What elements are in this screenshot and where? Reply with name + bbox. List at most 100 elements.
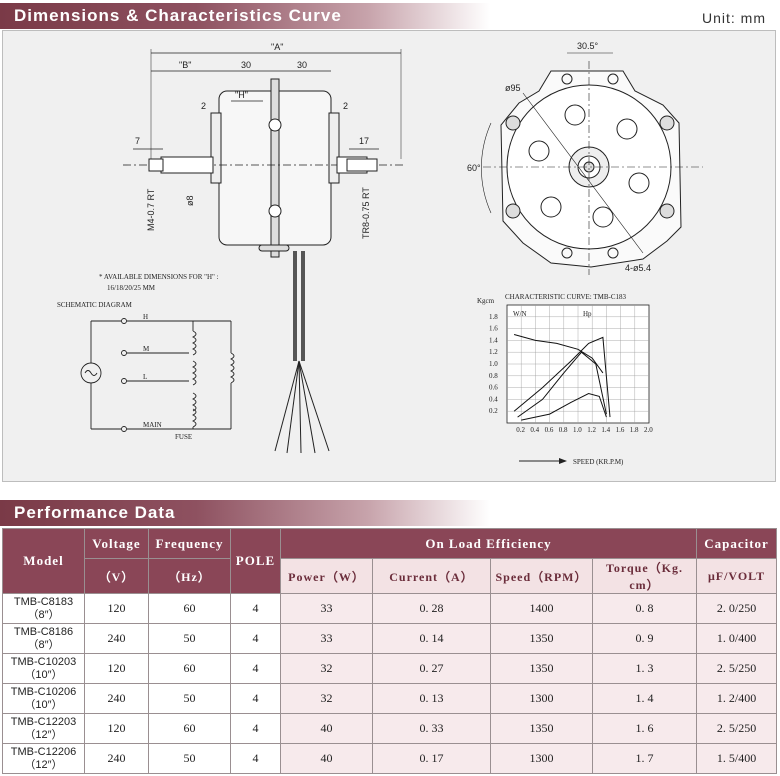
- outer-diameter-label: ø95: [505, 83, 521, 93]
- angle-60-label: 60°: [467, 163, 481, 173]
- drawing-canvas: "A" "B" 30 30 "H" 2 2 7 17 M4-0.7 RT ø8 …: [57, 41, 703, 466]
- model-name: TMB-C10203: [10, 655, 77, 668]
- pole-cell: 4: [230, 683, 281, 714]
- model-name: TMB-C12206: [10, 745, 77, 758]
- torque-cell: 1. 4: [591, 683, 698, 714]
- chart-x-tick: 0.4: [530, 426, 539, 434]
- header-torque: Torque（Kg. cm）: [591, 558, 698, 594]
- chart-annotation-hp: Hp: [583, 310, 592, 318]
- header-voltage: Voltage: [84, 528, 149, 559]
- model-cell: TMB-C12203（12″）: [2, 713, 85, 744]
- speed-cell: 1350: [490, 713, 593, 744]
- schematic-label-m: M: [143, 345, 150, 353]
- model-cell: TMB-C10206（10″）: [2, 683, 85, 714]
- chart-y-tick: 0.2: [489, 407, 498, 415]
- chart-y-tick: 0.4: [489, 395, 498, 403]
- frequency-cell: 60: [148, 653, 231, 684]
- chart-series-line-4: [521, 392, 607, 421]
- dim-17: 17: [359, 136, 369, 146]
- schematic-diagram: [80, 318, 235, 432]
- header-voltage-unit: （V）: [84, 558, 149, 594]
- performance-table: Model Voltage Frequency POLE On Load Eff…: [2, 528, 778, 774]
- header-frequency-unit: （Hz）: [148, 558, 231, 594]
- power-cell: 40: [280, 743, 373, 774]
- chart-y-tick: 1.8: [489, 313, 498, 321]
- motor-side-view: [123, 49, 403, 454]
- power-cell: 32: [280, 653, 373, 684]
- chart-grid: [506, 304, 650, 424]
- header-capacitor-unit: μF/VOLT: [696, 558, 778, 594]
- chart-x-tick: 1.8: [630, 426, 639, 434]
- current-cell: 0. 27: [372, 653, 491, 684]
- frequency-cell: 50: [148, 623, 231, 654]
- schematic-title: SCHEMATIC DIAGRAM: [57, 301, 133, 309]
- chart-xlabel: SPEED (KR.P.M): [573, 458, 624, 466]
- model-size: （12″）: [24, 758, 63, 771]
- capacitor-cell: 1. 5/400: [696, 743, 778, 774]
- schematic-label-h: H: [143, 313, 148, 321]
- chart-series-line-1: [513, 334, 604, 374]
- dim-30-left: 30: [241, 60, 251, 70]
- header-pole: POLE: [230, 528, 281, 594]
- table-header-row-2: （V） （Hz） Power（W） Current（A） Speed（RPM） …: [3, 558, 778, 594]
- chart-annotation-wn: W/N: [513, 310, 527, 318]
- chart-series-group: [513, 334, 611, 421]
- header-on-load-efficiency: On Load Efficiency: [279, 528, 698, 559]
- thread-right-label: TR8-0.75 RT: [361, 187, 371, 239]
- frequency-cell: 60: [148, 593, 231, 624]
- torque-cell: 1. 7: [591, 743, 698, 774]
- chart-y-tick: 0.6: [489, 384, 498, 392]
- chart-y-tick: 1.4: [489, 336, 498, 344]
- model-size: （12″）: [24, 728, 63, 741]
- pole-cell: 4: [230, 713, 281, 744]
- thread-left-label: M4-0.7 RT: [146, 188, 156, 231]
- chart-x-tick: 1.0: [573, 426, 582, 434]
- speed-cell: 1350: [490, 623, 593, 654]
- model-name: TMB-C12203: [10, 715, 77, 728]
- chart-x-tick: 2.0: [644, 426, 653, 434]
- torque-cell: 0. 9: [591, 623, 698, 654]
- model-cell: TMB-C12206（12″）: [2, 743, 85, 774]
- holes-label: 4-ø5.4: [625, 263, 651, 273]
- speed-cell: 1400: [490, 593, 593, 624]
- voltage-cell: 120: [84, 713, 149, 744]
- unit-label: Unit: mm: [702, 10, 766, 26]
- motor-front-view: [481, 52, 703, 275]
- model-name: TMB-C10206: [10, 685, 77, 698]
- chart-y-tick: 1.6: [489, 325, 498, 333]
- capacitor-cell: 2. 5/250: [696, 713, 778, 744]
- shaft-diameter-label: ø8: [185, 195, 195, 206]
- chart-x-tick: 0.6: [545, 426, 554, 434]
- frequency-cell: 50: [148, 743, 231, 774]
- dim-7: 7: [135, 136, 140, 146]
- header-current: Current（A）: [372, 558, 491, 594]
- schematic-label-l: L: [143, 373, 147, 381]
- model-cell: TMB-C8183（8″）: [2, 593, 85, 624]
- frequency-cell: 50: [148, 683, 231, 714]
- header-capacitor: Capacitor: [696, 528, 778, 559]
- chart-x-tick: 1.6: [616, 426, 625, 434]
- performance-section-title: Performance Data: [0, 500, 490, 526]
- voltage-cell: 240: [84, 623, 149, 654]
- pole-cell: 4: [230, 653, 281, 684]
- voltage-cell: 120: [84, 593, 149, 624]
- torque-cell: 0. 8: [591, 593, 698, 624]
- power-cell: 32: [280, 683, 373, 714]
- speed-cell: 1300: [490, 683, 593, 714]
- torque-cell: 1. 6: [591, 713, 698, 744]
- model-size: （8″）: [27, 638, 60, 651]
- capacitor-cell: 1. 2/400: [696, 683, 778, 714]
- dim-a-label: "A": [271, 42, 283, 52]
- dim-h-label: "H": [235, 90, 248, 100]
- chart-y-tick: 1.0: [489, 360, 498, 368]
- model-cell: TMB-C10203（10″）: [2, 653, 85, 684]
- torque-cell: 1. 3: [591, 653, 698, 684]
- current-cell: 0. 28: [372, 593, 491, 624]
- model-name: TMB-C8183: [13, 595, 74, 608]
- chart-series-line-2: [513, 336, 611, 418]
- pole-cell: 4: [230, 743, 281, 774]
- capacitor-cell: 1. 0/400: [696, 623, 778, 654]
